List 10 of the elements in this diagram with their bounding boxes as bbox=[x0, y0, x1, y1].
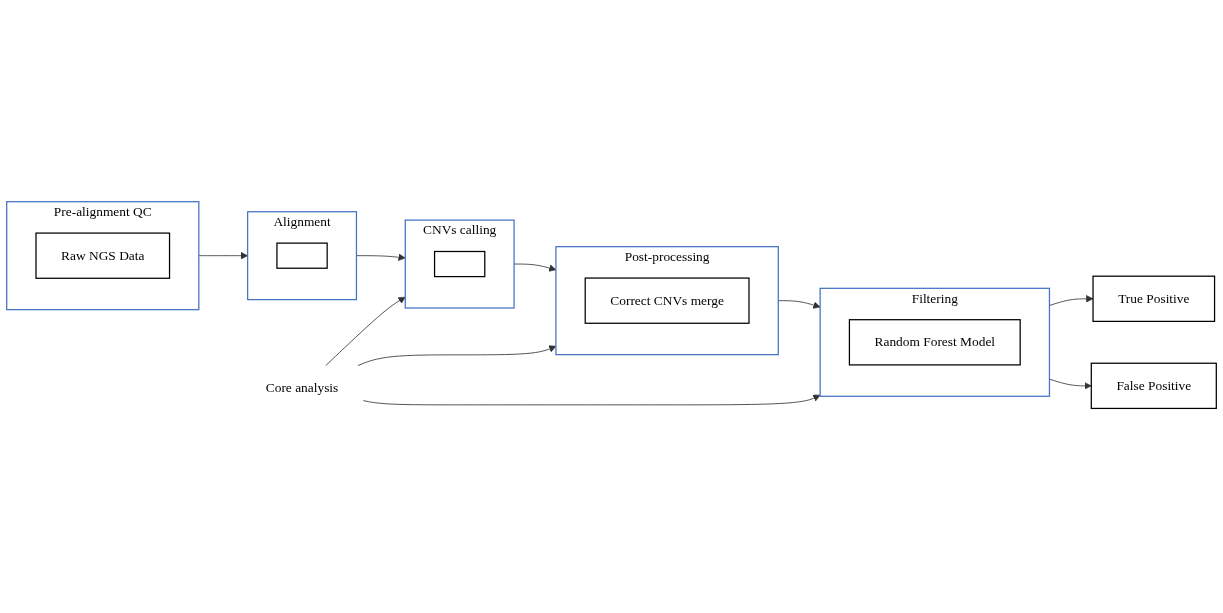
node-box bbox=[276, 242, 328, 270]
node-box: Raw NGS Data bbox=[35, 232, 171, 280]
cluster: Alignment bbox=[247, 211, 358, 301]
cluster: CNVs calling bbox=[404, 219, 515, 309]
node-box: False Positive bbox=[1090, 362, 1217, 410]
node-box: True Positive bbox=[1092, 275, 1216, 323]
node-box: Random Forest Model bbox=[848, 319, 1021, 366]
node-box: Correct CNVs merge bbox=[584, 277, 750, 325]
node-box bbox=[433, 251, 486, 278]
node-text: Core analysis bbox=[265, 380, 339, 396]
